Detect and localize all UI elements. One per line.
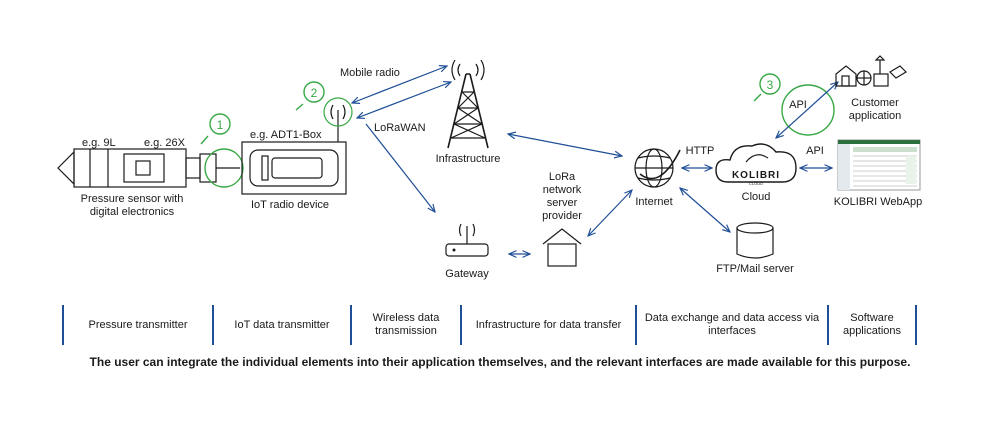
ftp-mail-server-icon bbox=[736, 222, 774, 259]
lora-label-line1: LoRa bbox=[549, 171, 576, 183]
footer-note: The user can integrate the individual el… bbox=[89, 355, 911, 369]
sensor-label-26x: e.g. 26X bbox=[144, 137, 186, 149]
sensor-caption-line2: digital electronics bbox=[90, 206, 175, 218]
label-api-customer: API bbox=[789, 99, 807, 111]
svg-text:1: 1 bbox=[217, 118, 224, 132]
customer-application-icons bbox=[835, 55, 907, 87]
ftp-mail-server-label: FTP/Mail server bbox=[716, 263, 794, 275]
category-legend: Pressure transmitter IoT data transmitte… bbox=[62, 305, 917, 345]
iot-radio-device-illustration bbox=[241, 97, 353, 195]
iot-device-model-label: e.g. ADT1-Box bbox=[250, 129, 322, 141]
arrow-internet-ftp bbox=[680, 188, 730, 232]
legend-infrastructure-data-transfer: Infrastructure for data transfer bbox=[460, 305, 635, 345]
svg-text:CLOUD: CLOUD bbox=[749, 181, 763, 186]
badge-3: 3 bbox=[753, 73, 781, 102]
infrastructure-label: Infrastructure bbox=[436, 153, 501, 165]
lora-server-house-icon bbox=[542, 228, 582, 267]
svg-text:KOLIBRI: KOLIBRI bbox=[732, 170, 780, 181]
legend-data-exchange-interfaces: Data exchange and data access via interf… bbox=[635, 305, 827, 345]
arrow-cloud-customer bbox=[776, 82, 838, 138]
sensor-caption-line1: Pressure sensor with bbox=[81, 193, 184, 205]
internet-globe-icon bbox=[634, 148, 681, 188]
arrow-to-gateway bbox=[365, 123, 435, 212]
arrow-lora-internet bbox=[588, 190, 632, 236]
kolibri-webapp-screenshot bbox=[837, 139, 921, 191]
badge-2: 2 bbox=[295, 81, 325, 111]
lora-label-line2: network bbox=[543, 184, 582, 196]
badge-1: 1 bbox=[200, 113, 231, 145]
connector-highlight-circle bbox=[204, 148, 244, 188]
lora-label-line4: provider bbox=[542, 210, 582, 222]
kolibri-cloud-icon: KOLIBRI CLOUD bbox=[715, 143, 797, 186]
arrow-infrastructure-internet bbox=[508, 134, 622, 156]
cloud-label: Cloud bbox=[742, 191, 771, 203]
label-lorawan: LoRaWAN bbox=[374, 122, 426, 134]
svg-text:2: 2 bbox=[311, 86, 318, 100]
lora-label-line3: server bbox=[547, 197, 578, 209]
label-http: HTTP bbox=[686, 145, 715, 157]
legend-software-applications: Software applications bbox=[827, 305, 917, 345]
internet-label: Internet bbox=[635, 196, 672, 208]
webapp-label: KOLIBRI WebApp bbox=[834, 196, 922, 208]
svg-text:3: 3 bbox=[767, 78, 774, 92]
iot-device-caption: IoT radio device bbox=[251, 199, 329, 211]
arrow-lorawan-uplink bbox=[357, 82, 451, 118]
pressure-sensor-illustration bbox=[57, 148, 240, 188]
legend-wireless-data-transmission: Wireless data transmission bbox=[350, 305, 460, 345]
customer-label-line2: application bbox=[849, 110, 902, 122]
radio-tower-icon bbox=[447, 59, 489, 149]
label-mobile-radio: Mobile radio bbox=[340, 67, 400, 79]
customer-label-line1: Customer bbox=[851, 97, 899, 109]
legend-pressure-transmitter: Pressure transmitter bbox=[62, 305, 212, 345]
gateway-router-icon bbox=[445, 223, 489, 257]
label-api-webapp: API bbox=[806, 145, 824, 157]
gateway-label: Gateway bbox=[445, 268, 489, 280]
legend-iot-data-transmitter: IoT data transmitter bbox=[212, 305, 350, 345]
sensor-label-9l: e.g. 9L bbox=[82, 137, 116, 149]
